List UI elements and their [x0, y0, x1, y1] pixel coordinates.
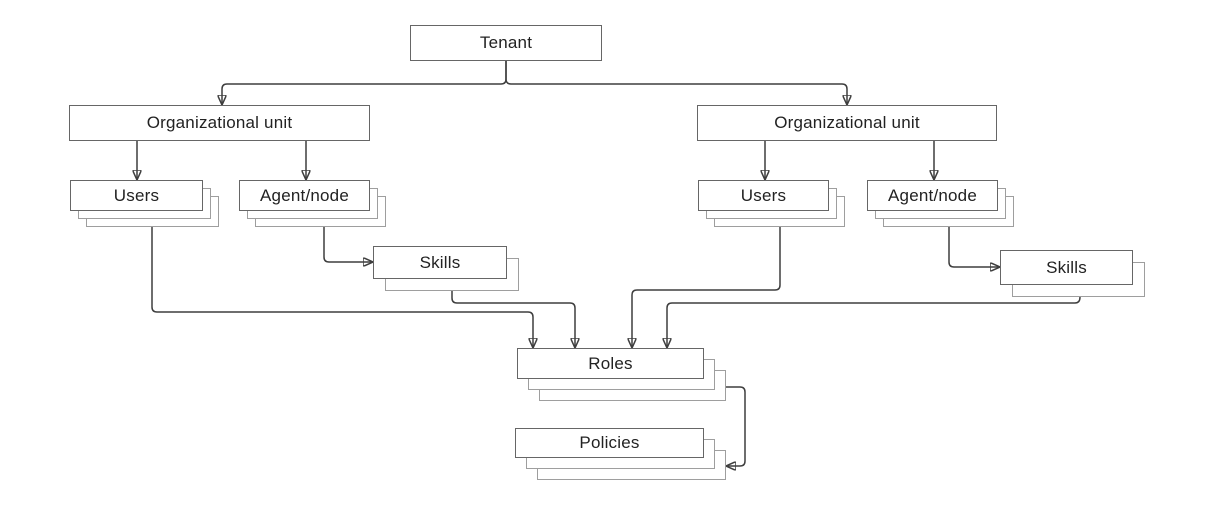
node-roles: Roles — [517, 348, 726, 401]
node-organizational-unit-left: Organizational unit — [69, 105, 370, 141]
node-agent-node-left-label: Agent/node — [239, 180, 370, 211]
node-agent-node-right-label: Agent/node — [867, 180, 998, 211]
node-tenant-label: Tenant — [410, 25, 602, 61]
node-users-left: Users — [70, 180, 219, 227]
node-users-left-label: Users — [70, 180, 203, 211]
edge-agent-left-skills-left — [323, 227, 373, 262]
node-skills-left-label: Skills — [373, 246, 507, 279]
node-organizational-unit-right: Organizational unit — [697, 105, 997, 141]
node-users-right: Users — [698, 180, 845, 227]
node-skills-right: Skills — [1000, 250, 1145, 297]
node-tenant: Tenant — [410, 25, 602, 61]
edge-skills-right-roles — [667, 296, 1081, 348]
node-organizational-unit-right-label: Organizational unit — [697, 105, 997, 141]
node-policies-label: Policies — [515, 428, 704, 458]
edge-agent-right-skills-right — [948, 227, 1000, 267]
edge-skills-left-roles — [451, 291, 575, 348]
node-organizational-unit-left-label: Organizational unit — [69, 105, 370, 141]
node-users-right-label: Users — [698, 180, 829, 211]
edge-tenant-ou-right — [505, 61, 847, 105]
edge-roles-policies — [726, 386, 746, 466]
node-skills-left: Skills — [373, 246, 519, 291]
node-roles-label: Roles — [517, 348, 704, 379]
node-policies: Policies — [515, 428, 726, 480]
edge-users-right-roles — [632, 227, 781, 348]
node-agent-node-right: Agent/node — [867, 180, 1014, 227]
node-agent-node-left: Agent/node — [239, 180, 386, 227]
edge-tenant-ou-left — [222, 61, 507, 105]
node-skills-right-label: Skills — [1000, 250, 1133, 285]
